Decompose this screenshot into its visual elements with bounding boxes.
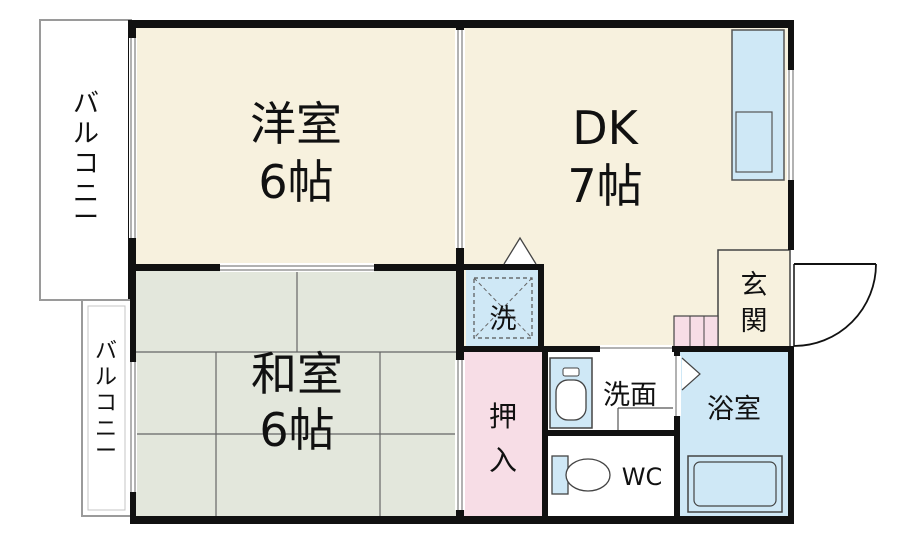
balcony-bottom [81, 299, 132, 517]
bath-label: 浴室 [707, 394, 761, 425]
balcony-bottom-label: バ ル コ ニ ー [95, 339, 117, 464]
tatami-lines [134, 270, 460, 516]
balcony-top-char-4: ニ [73, 179, 99, 209]
entrance-door-icon[interactable] [793, 263, 877, 347]
western-room-label: 洋室 6帖 [250, 97, 342, 209]
washroom-label: 洗面 [603, 380, 657, 411]
balcony-top-label: バ ル コ ニ ー [73, 89, 99, 233]
western-room-name: 洋室 [250, 97, 342, 151]
wash-basin [549, 357, 593, 429]
balcony-top-char-5: ー [73, 203, 99, 233]
balcony-top-char-3: コ [73, 149, 99, 179]
bathtub [687, 455, 783, 513]
closet-char-2: 入 [489, 444, 517, 477]
western-room-floor [134, 28, 460, 268]
closet-char-1: 押 [489, 400, 517, 433]
openings [129, 30, 795, 510]
closet-floor [462, 352, 544, 516]
entrance-char-2: 関 [741, 306, 768, 337]
balcony-bottom-char-5: ー [95, 439, 117, 464]
balcony-bottom-char-1: バ [95, 339, 117, 364]
dk-name: DK [572, 101, 639, 155]
kitchen-counter [731, 29, 785, 181]
balcony-bottom-char-2: ル [95, 365, 117, 390]
balcony-top-char-1: バ [73, 89, 99, 119]
wc-label: WC [622, 463, 663, 491]
entrance-floor [717, 249, 791, 351]
balcony-bottom-char-3: コ [95, 391, 117, 416]
western-room-size: 6帖 [258, 155, 333, 209]
balcony-top-char-2: ル [73, 119, 99, 149]
laundry-label: 洗 [490, 304, 517, 335]
japanese-room-name: 和室 [251, 347, 343, 401]
closet-label: 押 入 [489, 400, 517, 477]
toilet-icon [551, 455, 611, 495]
entrance-char-1: 玄 [741, 270, 768, 301]
balcony-bottom-char-4: ニ [95, 417, 117, 442]
dk-label: DK 7帖 [567, 101, 642, 213]
japanese-room-label: 和室 6帖 [251, 347, 343, 457]
dk-size: 7帖 [567, 159, 642, 213]
japanese-room-size: 6帖 [259, 403, 334, 457]
entrance-label: 玄 関 [741, 270, 768, 337]
laundry-pan [473, 277, 533, 339]
